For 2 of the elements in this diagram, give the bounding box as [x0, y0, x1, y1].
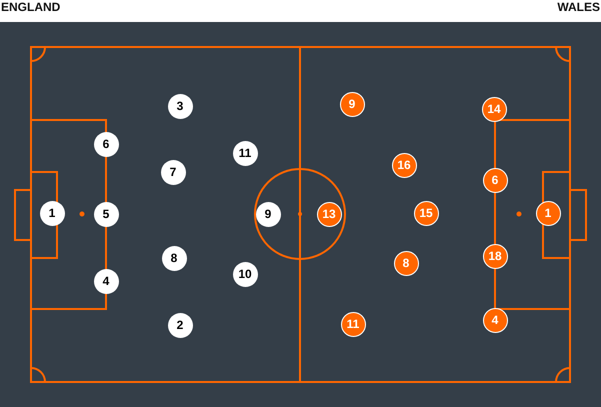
team-name: WALES: [557, 0, 600, 14]
team-name: ENGLAND: [1, 0, 60, 14]
